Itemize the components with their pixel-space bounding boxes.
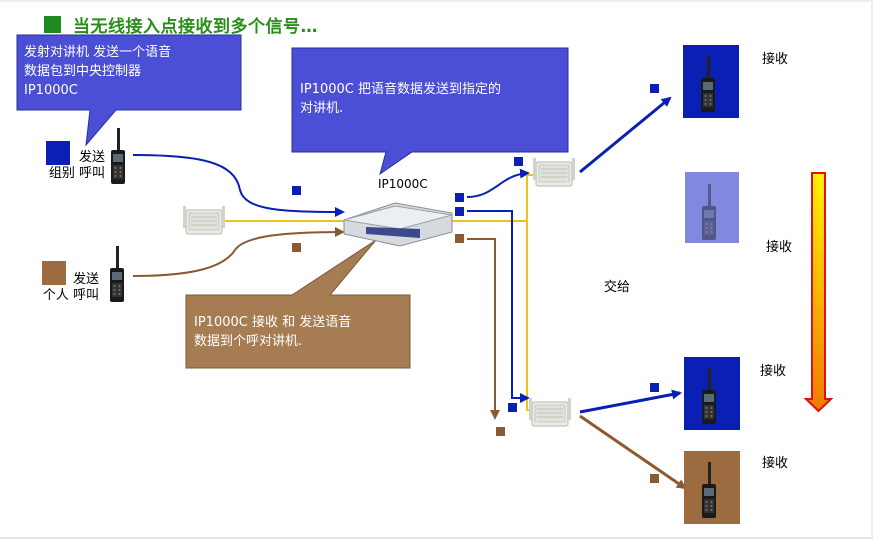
access-point-icon (532, 157, 576, 187)
callout-controller-text: IP1000C 接收 和 发送语音 数据到个呼对讲机. (194, 315, 352, 349)
group-call-path-rx-top (579, 96, 672, 174)
individual-call-path-in (132, 227, 345, 277)
group-call-label: 发送 组别 呼叫 (48, 150, 105, 181)
callout-controller (185, 239, 411, 369)
individual-call-label: 发送 个人 呼叫 (42, 272, 99, 303)
packet-marker-individual (650, 474, 659, 483)
title-bullet-icon (44, 16, 61, 33)
group-call-path-top-ap (466, 168, 530, 198)
packet-marker-individual (292, 243, 301, 252)
packet-marker-group (455, 207, 464, 216)
handover-arrow (803, 172, 834, 413)
packet-marker-group (292, 186, 301, 195)
receive-label-bottom: 接收 (760, 364, 787, 379)
receive-label-top: 接收 (762, 52, 789, 67)
packet-marker-group (514, 157, 523, 166)
receive-label-handover: 接收 (766, 240, 793, 255)
callout-transmit-text: 发射对讲机 发送一个语音 数据包到中央控制器 IP1000C (24, 45, 172, 98)
controller-label: IP1000C (378, 177, 428, 191)
radio-icon (111, 128, 125, 184)
individual-call-path-out (467, 238, 500, 420)
handover-label: 交给 (604, 280, 631, 295)
group-call-path-in (132, 154, 345, 217)
packet-marker-individual (496, 427, 505, 436)
page-title: 当无线接入点接收到多个信号… (73, 17, 318, 37)
title-row: 当无线接入点接收到多个信号… (44, 12, 318, 37)
callout-forward (291, 47, 569, 176)
callout-transmit (16, 34, 242, 147)
packet-marker-individual (455, 234, 464, 243)
individual-call-path-rx (579, 414, 687, 490)
group-call-path-bottom-ap (467, 210, 530, 403)
frame-border-bottom (0, 537, 873, 539)
callout-forward-text: IP1000C 把语音数据发送到指定的 对讲机. (300, 82, 501, 116)
legend-square-individual (42, 261, 66, 285)
access-point-icon (182, 205, 226, 235)
packet-marker-group (508, 403, 517, 412)
receive-label-individual: 接收 (762, 456, 789, 471)
packet-marker-group (455, 193, 464, 202)
radio-icon (110, 246, 124, 302)
access-point-icon (528, 397, 572, 427)
group-call-path-rx-bottom (579, 389, 682, 414)
frame-border-right (871, 0, 873, 539)
frame-border-top (0, 0, 873, 2)
packet-marker-group (650, 383, 659, 392)
packet-marker-group (650, 84, 659, 93)
legend-square-group (46, 141, 70, 165)
controller-box-icon (343, 202, 453, 247)
